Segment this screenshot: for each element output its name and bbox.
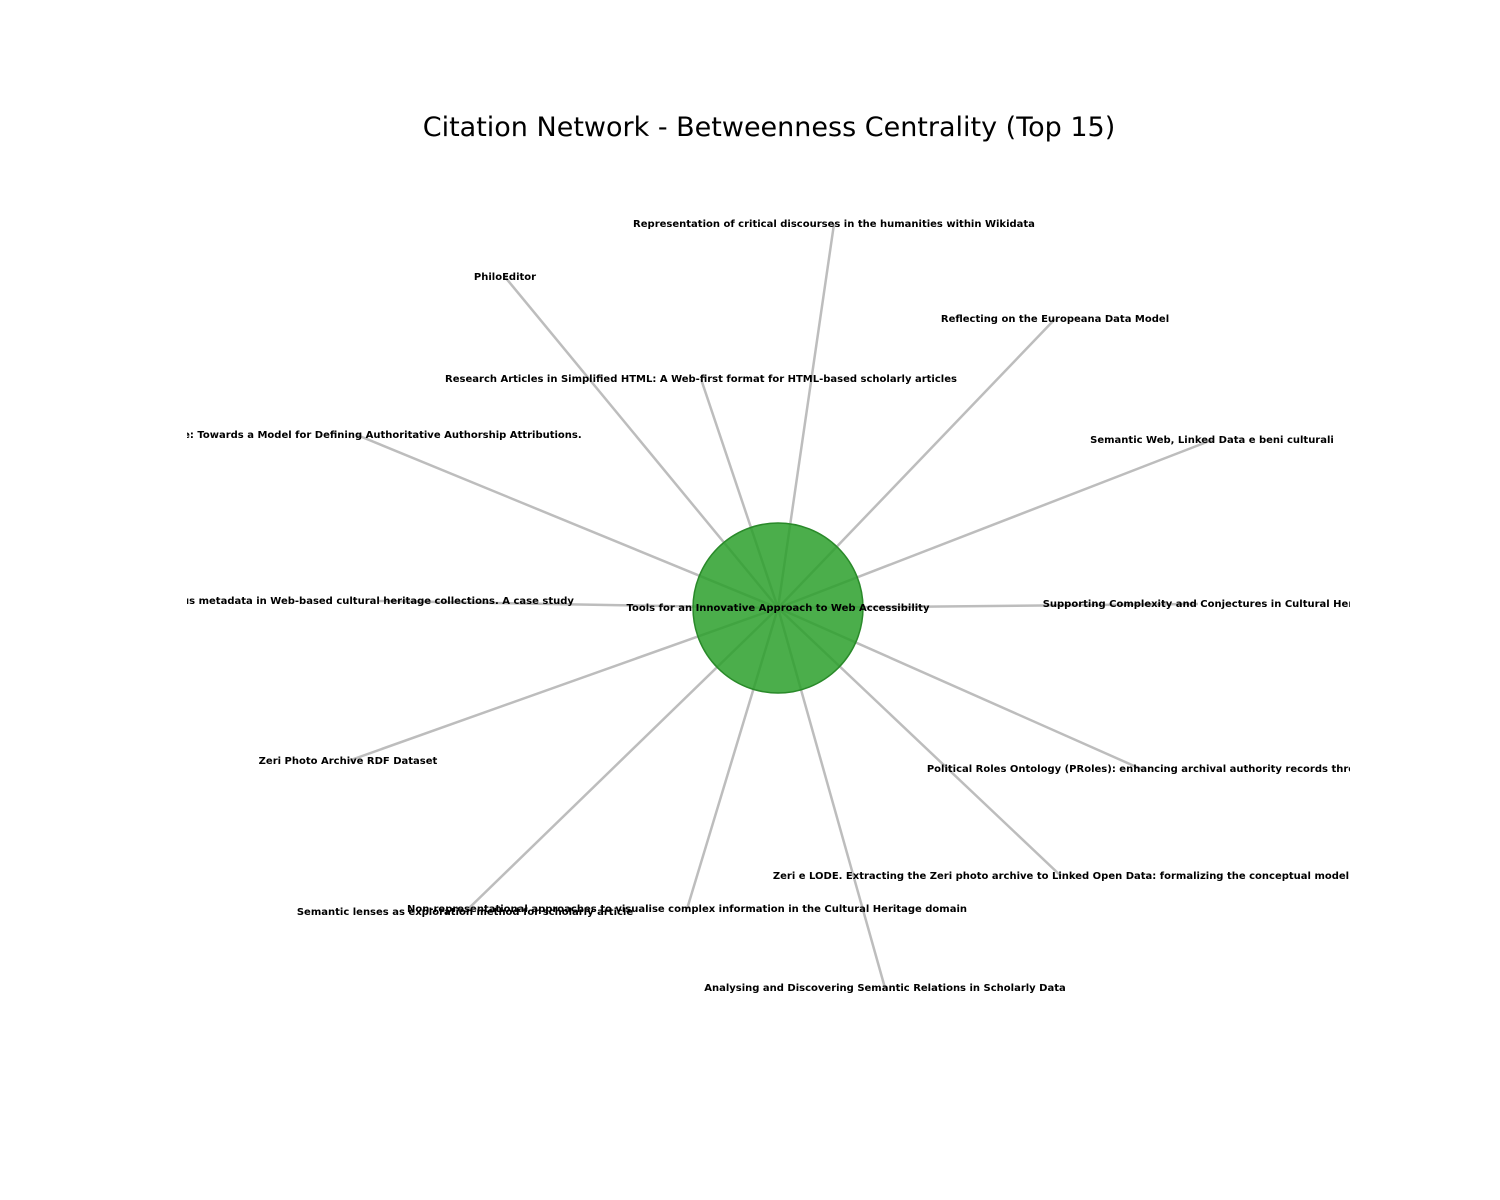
node-label: Analysing and Discovering Semantic Relat… [704, 983, 1066, 994]
node-label: Supporting Complexity and Conjectures in… [1043, 599, 1354, 610]
node-label: PhiloEditor [474, 272, 536, 283]
hub-label: Tools for an Innovative Approach to Web … [627, 603, 930, 614]
label-layer: Representation of critical discourses in… [132, 219, 1355, 994]
node-label: to Archive: Towards a Model for Defining… [132, 430, 581, 441]
node-label: Zeri Photo Archive RDF Dataset [259, 756, 438, 767]
figure-title: Citation Network - Betweenness Centralit… [423, 112, 1116, 143]
node-label: Political Roles Ontology (PRoles): enhan… [927, 764, 1355, 775]
node-label: us metadata in Web-based cultural herita… [182, 596, 574, 607]
node-label: Zeri e LODE. Extracting the Zeri photo a… [773, 871, 1349, 882]
node-label: Semantic Web, Linked Data e beni cultura… [1090, 435, 1334, 446]
node-label: Research Articles in Simplified HTML: A … [445, 374, 957, 385]
node-label: Semantic lenses as exploration method fo… [297, 907, 634, 918]
node-label: Representation of critical discourses in… [633, 219, 1035, 230]
node-label: Non-representational approaches to visua… [407, 904, 967, 915]
node-label: Reflecting on the Europeana Data Model [941, 314, 1169, 325]
hub-node [692, 522, 864, 694]
